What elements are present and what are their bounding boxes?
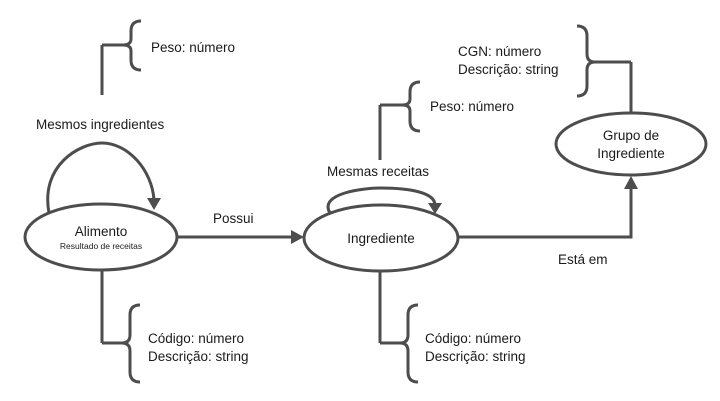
attr-grupo-descricao: Descrição: string <box>458 62 559 77</box>
edge-esta-em-arrowhead <box>624 176 638 189</box>
brace-alimento-top <box>122 19 142 72</box>
node-alimento-title: Alimento <box>75 224 128 239</box>
node-grupo-title-line2: Ingrediente <box>597 146 665 161</box>
node-grupo-ingrediente <box>554 111 708 177</box>
self-loop-alimento-arrowhead <box>147 198 161 210</box>
attr-ingrediente-codigo: Código: número <box>425 331 521 346</box>
node-grupo-title-line1: Grupo de <box>603 128 659 143</box>
attr-alimento-peso: Peso: número <box>151 40 235 55</box>
relation-label-esta-em: Está em <box>558 252 608 267</box>
self-loop-alimento <box>46 141 156 214</box>
node-alimento-subtitle: Resultado de receitas <box>60 241 142 251</box>
relation-label-mesmas-receitas: Mesmas receitas <box>327 164 429 179</box>
edge-esta-em <box>458 186 633 239</box>
attr-ingrediente-descricao: Descrição: string <box>425 349 526 364</box>
brace-alimento-bottom <box>121 303 141 384</box>
brace-ingrediente-bottom <box>399 303 419 384</box>
node-ingrediente-title: Ingrediente <box>347 231 415 246</box>
brace-ingrediente-top <box>401 80 421 133</box>
attr-ingrediente-peso: Peso: número <box>430 99 514 114</box>
relation-label-possui: Possui <box>213 211 254 226</box>
edge-possui-arrowhead <box>291 230 304 244</box>
self-loop-ingrediente-arrowhead <box>428 203 442 214</box>
brace-grupo-top <box>576 24 596 98</box>
relation-label-mesmos-ingredientes: Mesmos ingredientes <box>36 117 165 132</box>
attr-alimento-codigo: Código: número <box>148 331 244 346</box>
self-loop-ingrediente <box>326 186 437 214</box>
attr-alimento-descricao: Descrição: string <box>148 349 249 364</box>
attr-grupo-cgn: CGN: número <box>458 44 541 59</box>
